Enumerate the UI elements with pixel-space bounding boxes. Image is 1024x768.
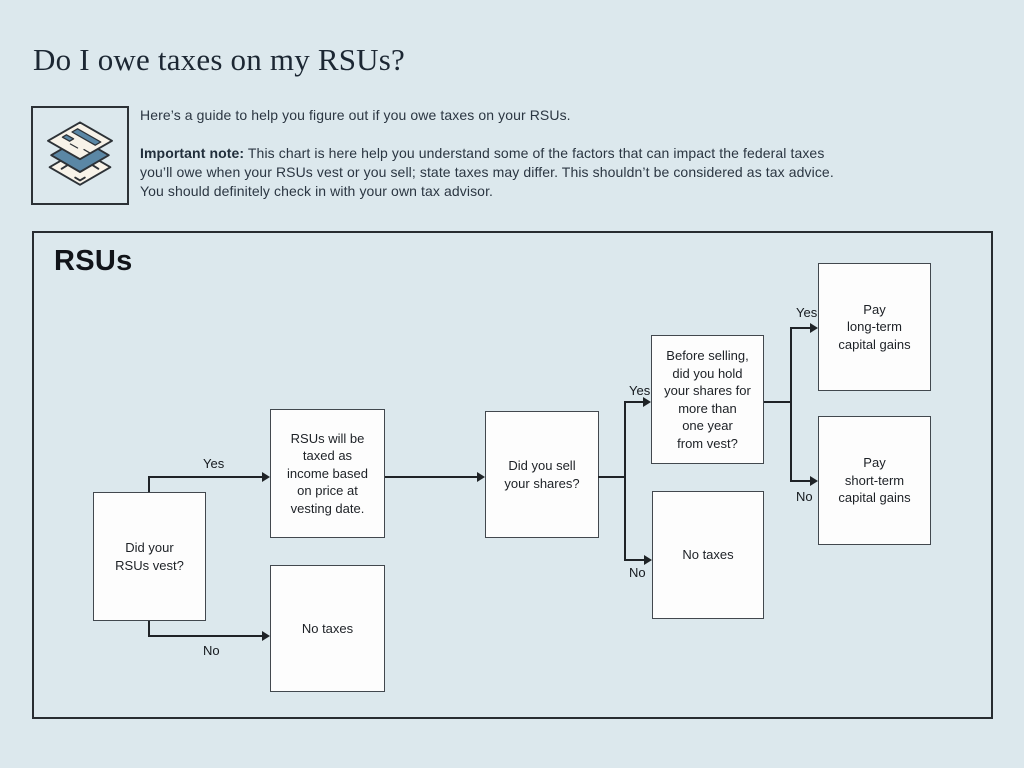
edge-label-yes-1: Yes <box>203 456 225 471</box>
page-title: Do I owe taxes on my RSUs? <box>33 42 405 77</box>
node-did-you-sell: Did you sell your shares? <box>485 411 599 538</box>
important-note-text: This chart is here help you understand s… <box>140 145 834 199</box>
connector-line <box>598 476 626 478</box>
arrowhead-icon <box>477 472 485 482</box>
connector-line <box>148 621 150 636</box>
connector-line <box>385 476 477 478</box>
connector-line <box>148 476 262 478</box>
arrowhead-icon <box>262 631 270 641</box>
connector-line <box>790 480 810 482</box>
connector-line <box>148 477 150 492</box>
edge-label-no-3: No <box>796 489 813 504</box>
connector-line <box>624 559 644 561</box>
arrowhead-icon <box>644 555 652 565</box>
edge-label-no-2: No <box>629 565 646 580</box>
flowchart-frame <box>32 231 993 719</box>
intro-text: Here’s a guide to help you figure out if… <box>140 107 571 123</box>
connector-line <box>148 635 262 637</box>
flowchart-heading: RSUs <box>54 245 133 277</box>
edge-label-no-1: No <box>203 643 220 658</box>
stacked-documents-icon <box>47 120 113 186</box>
connector-line <box>624 401 643 403</box>
edge-label-yes-3: Yes <box>796 305 818 320</box>
connector-line <box>624 401 626 561</box>
arrowhead-icon <box>810 323 818 333</box>
edge-label-yes-2: Yes <box>629 383 651 398</box>
connector-line <box>790 327 792 482</box>
node-pay-long-term: Pay long-term capital gains <box>818 263 931 391</box>
arrowhead-icon <box>810 476 818 486</box>
arrowhead-icon <box>643 397 651 407</box>
arrowhead-icon <box>262 472 270 482</box>
intro-block: Here’s a guide to help you figure out if… <box>140 106 960 201</box>
node-pay-short-term: Pay short-term capital gains <box>818 416 931 545</box>
connector-line <box>764 401 792 403</box>
document-stack-icon-box <box>31 106 129 205</box>
node-held-one-year: Before selling, did you hold your shares… <box>651 335 764 464</box>
node-no-taxes-2: No taxes <box>652 491 764 619</box>
important-note: Important note: This chart is here help … <box>140 144 960 201</box>
node-taxed-as-income: RSUs will be taxed as income based on pr… <box>270 409 385 538</box>
node-did-your-rsus-vest: Did your RSUs vest? <box>93 492 206 621</box>
important-note-label: Important note: <box>140 145 245 161</box>
connector-line <box>790 327 810 329</box>
node-no-taxes-1: No taxes <box>270 565 385 692</box>
